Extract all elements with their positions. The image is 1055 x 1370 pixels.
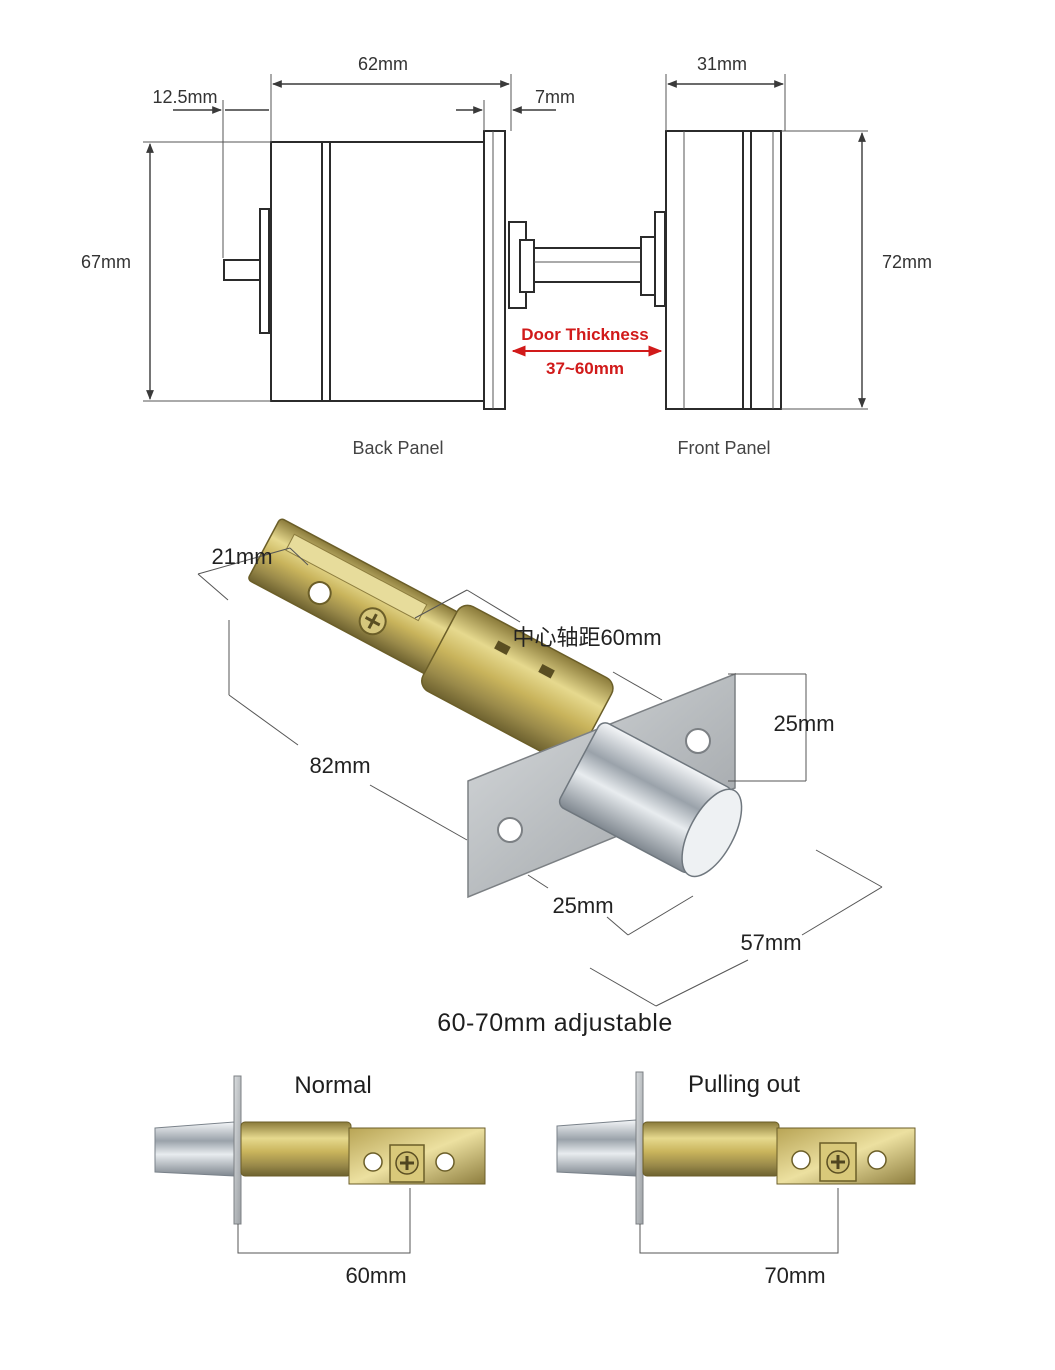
latch-pulling-out-view: Pulling out 70mm <box>556 1071 916 1288</box>
back-panel-body <box>270 141 328 402</box>
normal-chrome-bolt <box>154 1121 235 1177</box>
pulling-out-label: Pulling out <box>688 1071 800 1098</box>
latch-brass-cylinder <box>421 604 614 765</box>
spindle-collar-right-outer <box>654 211 666 307</box>
latch-dim-length: 82mm <box>309 753 370 778</box>
normal-faceplate <box>233 1075 242 1225</box>
door-thickness-range: 37~60mm <box>546 359 624 378</box>
front-panel-caption: Front Panel <box>677 438 770 458</box>
latch-screw-hole <box>307 581 332 606</box>
back-panel-rim <box>483 130 506 410</box>
pulling-chrome-bolt <box>556 1119 637 1177</box>
latch-dim-faceplate-height: 25mm <box>773 711 834 736</box>
latch-dim-bolt-length: 57mm <box>740 930 801 955</box>
front-panel-body <box>665 130 782 410</box>
back-panel-groove <box>321 141 331 402</box>
technical-drawing: 12.5mm 62mm 7mm 31mm 67mm 72mm Door Thic… <box>81 54 932 458</box>
dim-spindle-offset: 12.5mm <box>152 87 217 107</box>
dim-back-height: 67mm <box>81 252 131 272</box>
pulling-faceplate <box>635 1071 644 1225</box>
dim-front-height: 72mm <box>882 252 932 272</box>
normal-brass-cylinder <box>240 1121 352 1177</box>
front-panel-band <box>742 130 752 410</box>
spindle <box>533 247 642 283</box>
dim-back-depth: 62mm <box>358 54 408 74</box>
adjustable-note: 60-70mm adjustable <box>437 1009 673 1037</box>
back-panel-caption: Back Panel <box>352 438 443 458</box>
latch-dim-backset: 中心轴距60mm <box>512 625 661 650</box>
dimension-lines <box>143 74 868 410</box>
dim-back-rim: 7mm <box>535 87 575 107</box>
back-panel-mount-bar <box>259 208 270 334</box>
faceplate-screw-hole-upper <box>685 728 711 754</box>
normal-label: Normal <box>294 1072 371 1099</box>
faceplate-screw-hole-lower <box>497 817 523 843</box>
latch-illustration: 21mm 中心轴距60mm 25mm 82mm 25mm 57mm 60-70m… <box>197 518 883 1037</box>
latch-bolt-tip <box>681 788 743 878</box>
back-panel-spindle-tab <box>223 259 261 281</box>
latch-dimension-lines <box>197 547 883 1007</box>
spindle-collar-left-inner <box>519 239 535 293</box>
dim-front-depth: 31mm <box>697 54 747 74</box>
door-thickness-label: Door Thickness <box>521 325 649 344</box>
pulling-measure: 70mm <box>764 1263 825 1288</box>
latch-dim-width: 21mm <box>211 544 272 569</box>
normal-measure: 60mm <box>345 1263 406 1288</box>
back-panel-main <box>329 141 485 402</box>
latch-dim-faceplate-width: 25mm <box>552 893 613 918</box>
pulling-brass-cylinder <box>642 1121 780 1177</box>
latch-normal-view: Normal 60mm <box>154 1072 486 1288</box>
